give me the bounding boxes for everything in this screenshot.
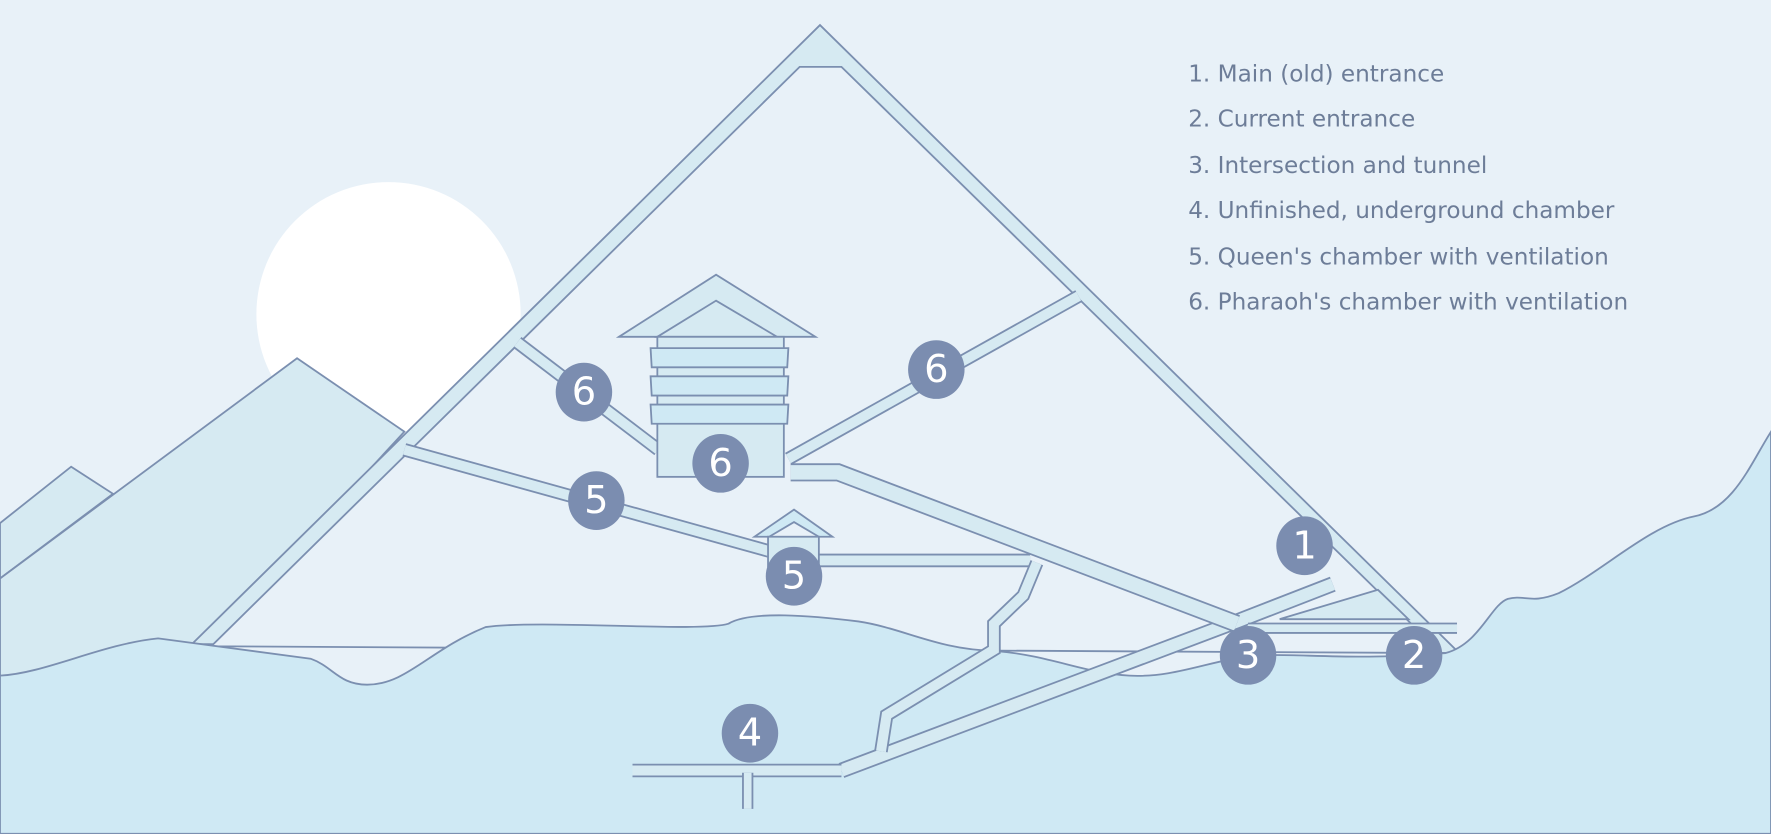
- marker-circle: [1385, 625, 1443, 685]
- marker-circle: [908, 340, 965, 399]
- marker-4: 4: [721, 703, 779, 763]
- marker-number: 6: [924, 347, 948, 392]
- legend-item: 2. Current entrance: [1188, 107, 1415, 133]
- marker-circle: [765, 546, 823, 606]
- entrance-wedge: [1279, 588, 1411, 621]
- marker-number: 3: [1236, 633, 1260, 678]
- marker-circle: [692, 433, 749, 493]
- marker-number: 5: [584, 478, 608, 523]
- marker-circle: [1276, 516, 1333, 576]
- marker-number: 4: [738, 711, 762, 756]
- marker-circle: [1219, 625, 1277, 685]
- marker-6: 6: [555, 362, 613, 422]
- marker-5: 5: [765, 546, 823, 606]
- legend-item: 5. Queen's chamber with ventilation: [1188, 245, 1609, 271]
- kings-chamber: [615, 273, 819, 478]
- marker-circle: [568, 471, 625, 530]
- marker-number: 5: [782, 554, 806, 599]
- well-shaft: [876, 560, 1042, 753]
- legend-item: 3. Intersection and tunnel: [1188, 153, 1487, 179]
- marker-number: 6: [572, 370, 596, 415]
- marker-number: 6: [708, 441, 732, 486]
- ground: [0, 430, 1771, 834]
- grand-gallery: [790, 465, 1240, 631]
- marker-6: 6: [692, 433, 749, 493]
- marker-1: 1: [1276, 516, 1333, 576]
- marker-3: 3: [1219, 625, 1277, 685]
- marker-number: 1: [1292, 523, 1316, 568]
- legend-item: 6. Pharaoh's chamber with ventilation: [1188, 290, 1628, 316]
- marker-5: 5: [568, 471, 625, 530]
- legend-item: 1. Main (old) entrance: [1188, 62, 1444, 88]
- markers: 1 2 3 4 5 5 6 6 6: [555, 340, 1443, 763]
- legend: 1. Main (old) entrance 2. Current entran…: [1188, 62, 1628, 316]
- marker-6: 6: [908, 340, 965, 399]
- marker-number: 2: [1402, 633, 1426, 678]
- marker-2: 2: [1385, 625, 1443, 685]
- marker-circle: [721, 703, 779, 763]
- marker-circle: [555, 362, 613, 422]
- legend-item: 4. Unfinished, underground chamber: [1188, 198, 1615, 224]
